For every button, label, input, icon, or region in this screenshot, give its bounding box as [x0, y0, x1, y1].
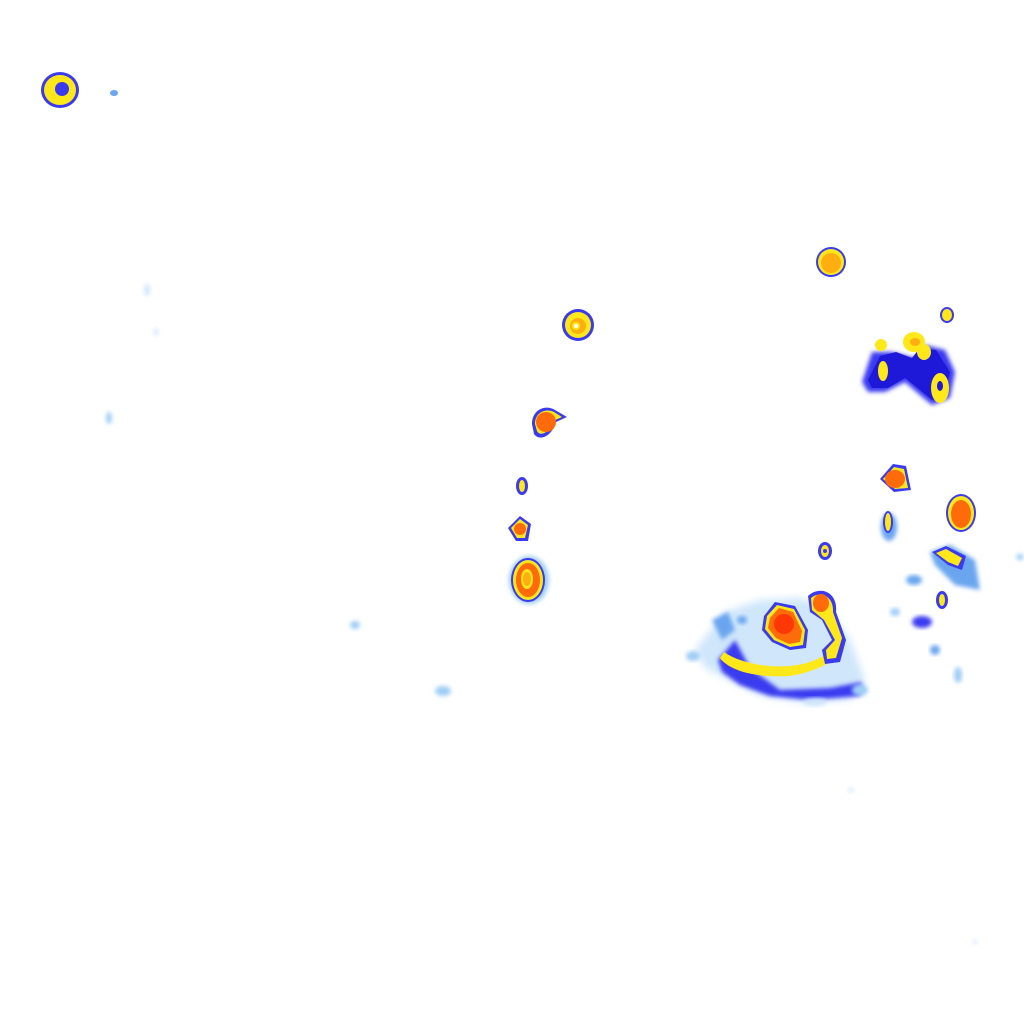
precip-cell-center-4 [508, 516, 531, 541]
precip-cell-right-1 [880, 464, 911, 492]
light-echoes-left [106, 284, 1024, 944]
precip-complex-lower-right [686, 590, 868, 706]
precip-cell-right-2 [946, 494, 976, 532]
precip-cell-upper-right [816, 247, 846, 277]
precip-cluster-upper-right [862, 307, 955, 405]
precip-cell-top-left [41, 72, 118, 108]
precip-cell-right-3 [881, 511, 897, 541]
precip-cell-right-4 [818, 542, 832, 560]
precip-band-right [890, 545, 980, 683]
precip-cell-center-2 [532, 407, 567, 438]
precip-cell-center-5 [509, 556, 549, 604]
precip-cell-center-3 [516, 477, 528, 495]
precip-cell-center-1 [562, 309, 594, 341]
